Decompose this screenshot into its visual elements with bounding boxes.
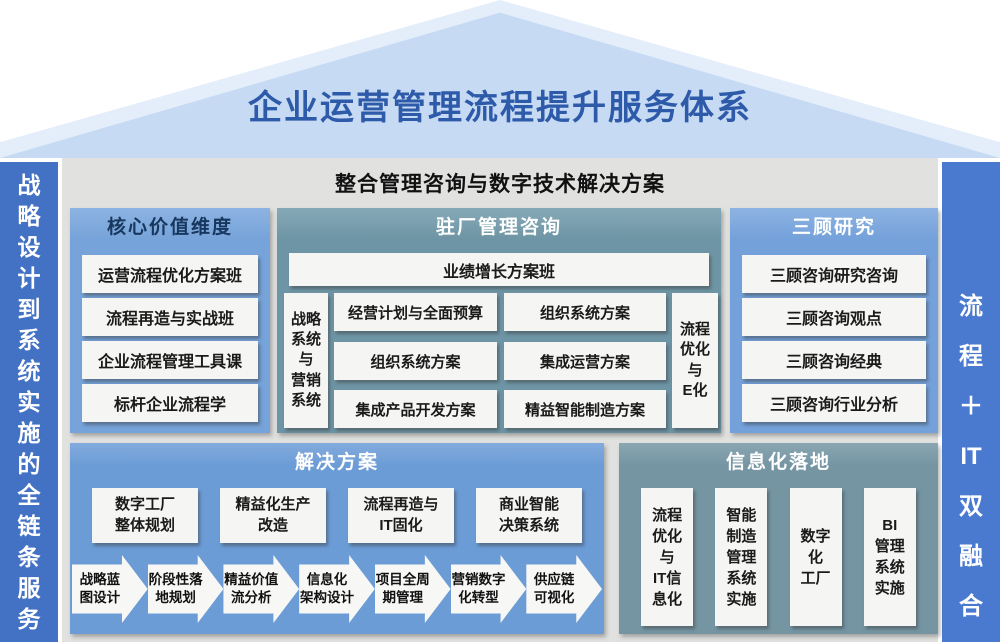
panel-sangu-research: 三顾研究 三顾咨询研究咨询 三顾咨询观点 三顾咨询经典 三顾咨询行业分析 <box>730 208 938 433</box>
onsite-left-vertical: 战略 系统 与 营销 系统 <box>284 293 328 428</box>
sangu-item: 三顾咨询研究咨询 <box>742 255 926 293</box>
panel-solutions-title: 解决方案 <box>294 452 379 473</box>
right-banner: 流 程 ＋ IT 双 融 合 <box>942 162 1000 642</box>
process-arrow: 精益价值 流分析 <box>223 555 300 623</box>
core-value-item: 运营流程优化方案班 <box>82 255 258 293</box>
solutions-items: 数字工厂 整体规划 精益化生产 改造 流程再造与 IT固化 商业智能 决策系统 <box>70 488 604 543</box>
panel-core-value: 核心价值维度 运营流程优化方案班 流程再造与实战班 企业流程管理工具课 标杆企业… <box>70 208 270 433</box>
sangu-items: 三顾咨询研究咨询 三顾咨询观点 三顾咨询经典 三顾咨询行业分析 <box>742 255 926 422</box>
process-arrow: 阶段性落 地规划 <box>147 555 224 623</box>
process-arrow-chain: 战略蓝 图设计 阶段性落 地规划 精益价值 流分析 信息化 架构设计 项目全周 … <box>72 555 603 623</box>
core-value-item: 流程再造与实战班 <box>82 298 258 336</box>
subtitle-bar: 整合管理咨询与数字技术解决方案 <box>335 173 665 196</box>
panel-informatization-title: 信息化落地 <box>725 452 831 473</box>
roof: 企业运营管理流程提升服务体系 <box>0 0 1000 158</box>
process-arrow: 营销数字 化转型 <box>450 555 527 623</box>
core-value-item: 企业流程管理工具课 <box>82 341 258 379</box>
onsite-right-vertical: 流程 优化 与 E化 <box>672 293 718 428</box>
panel-sangu-title: 三顾研究 <box>791 217 876 238</box>
sangu-item: 三顾咨询行业分析 <box>742 384 926 422</box>
left-banner: 战 略 设 计 到 系 统 实 施 的 全 链 条 服 务 <box>0 162 58 642</box>
diagram-body: 战 略 设 计 到 系 统 实 施 的 全 链 条 服 务 整合管理咨询与数字技… <box>0 158 1000 642</box>
panel-informatization: 信息化落地 流程 优化 与 IT信 息化 智能 制造 管理 系统 实施 数字 化… <box>619 443 938 634</box>
solution-item: 数字工厂 整体规划 <box>92 488 198 543</box>
process-arrow: 信息化 架构设计 <box>299 555 375 623</box>
process-arrow: 供应链 可视化 <box>526 555 603 623</box>
onsite-right-item: 精益智能制造方案 <box>504 390 666 428</box>
informatization-item: 流程 优化 与 IT信 息化 <box>641 488 694 626</box>
panel-onsite-consulting: 驻厂管理咨询 业绩增长方案班 战略 系统 与 营销 系统 经营计划与全面预算 组… <box>277 208 721 433</box>
informatization-item: 数字 化 工厂 <box>789 488 842 626</box>
core-value-items: 运营流程优化方案班 流程再造与实战班 企业流程管理工具课 标杆企业流程学 <box>82 255 258 422</box>
sangu-item: 三顾咨询观点 <box>742 298 926 336</box>
center-area: 整合管理咨询与数字技术解决方案 核心价值维度 运营流程优化方案班 流程再造与实战… <box>62 158 938 642</box>
onsite-top-item: 业绩增长方案班 <box>289 253 709 286</box>
core-value-item: 标杆企业流程学 <box>82 384 258 422</box>
sangu-item: 三顾咨询经典 <box>742 341 926 379</box>
main-title: 企业运营管理流程提升服务体系 <box>248 89 752 127</box>
solution-item: 商业智能 决策系统 <box>476 488 582 543</box>
onsite-middle-item: 集成产品开发方案 <box>334 390 497 428</box>
panel-onsite-title: 驻厂管理咨询 <box>435 217 562 238</box>
solution-item: 流程再造与 IT固化 <box>348 488 454 543</box>
process-arrow: 战略蓝 图设计 <box>72 555 148 623</box>
panel-core-value-title: 核心价值维度 <box>106 217 233 238</box>
onsite-middle-item: 经营计划与全面预算 <box>334 293 497 331</box>
onsite-middle-item: 组织系统方案 <box>334 342 497 380</box>
informatization-items: 流程 优化 与 IT信 息化 智能 制造 管理 系统 实施 数字 化 工厂 BI… <box>619 488 938 626</box>
panel-solutions: 解决方案 数字工厂 整体规划 精益化生产 改造 流程再造与 IT固化 商业智能 … <box>70 443 604 634</box>
informatization-item: BI 管理 系统 实施 <box>863 488 916 626</box>
solution-item: 精益化生产 改造 <box>220 488 326 543</box>
informatization-item: 智能 制造 管理 系统 实施 <box>715 488 768 626</box>
onsite-right-item: 组织系统方案 <box>504 293 666 331</box>
onsite-right-item: 集成运营方案 <box>504 342 666 380</box>
roof-inner-shape <box>0 12 1000 158</box>
process-arrow: 项目全周 期管理 <box>374 555 451 623</box>
